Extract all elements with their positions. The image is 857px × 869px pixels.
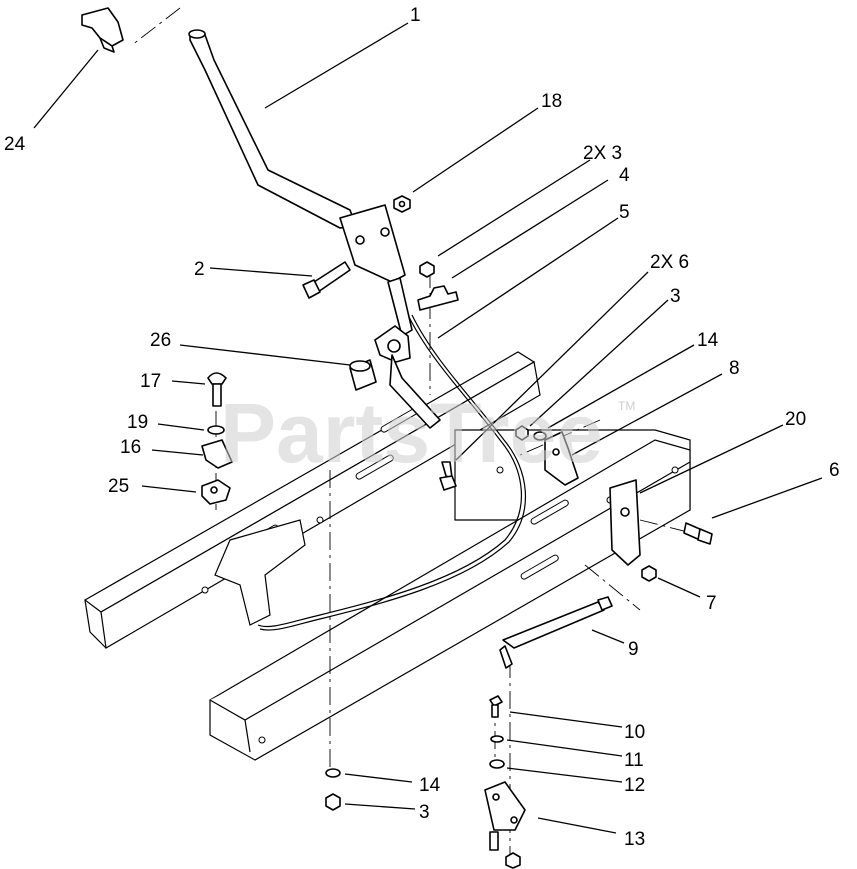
callout-8: 8	[729, 358, 740, 379]
washer-part	[515, 425, 547, 441]
callout-24: 24	[4, 134, 26, 155]
control-cable	[257, 314, 527, 631]
nut-part	[419, 261, 435, 278]
pivot-part	[349, 325, 441, 429]
rod-part	[499, 596, 613, 669]
callout-17: 17	[140, 371, 161, 392]
callout-3b: 3	[419, 802, 430, 823]
callout-14: 14	[697, 330, 719, 351]
callout-11: 11	[624, 750, 644, 771]
callout-14b: 14	[419, 775, 441, 796]
callout-1: 1	[410, 5, 421, 26]
callout-13: 13	[624, 829, 645, 850]
callout-12: 12	[624, 775, 645, 796]
callout-labels: 1 24 18 2X 3 4 5 2 2X 6 3 26 14 17 8 19 …	[4, 5, 840, 850]
callout-16: 16	[120, 437, 141, 458]
callout-2x3: 2X 3	[583, 143, 622, 164]
clamp-part	[417, 285, 459, 311]
callout-4: 4	[619, 165, 630, 186]
callout-6: 6	[829, 460, 840, 481]
watermark-trademark: TM	[618, 399, 635, 413]
clip-part	[201, 439, 233, 469]
callout-25: 25	[108, 476, 129, 497]
callout-7: 7	[706, 593, 717, 614]
callout-2: 2	[194, 259, 205, 280]
screw-part	[439, 461, 457, 491]
lower-hardware-right	[484, 695, 526, 869]
bracket-part	[544, 431, 579, 486]
nut-part	[393, 195, 411, 213]
callout-9: 9	[628, 639, 639, 660]
knob-part	[81, 7, 124, 53]
bolt-part	[683, 522, 713, 545]
nut-part	[641, 565, 657, 582]
callout-10: 10	[624, 722, 645, 743]
callout-5: 5	[619, 202, 630, 223]
callout-20: 20	[785, 409, 806, 430]
bolt-part	[302, 261, 351, 299]
carriage-bolt-part	[207, 372, 227, 407]
callout-3: 3	[670, 286, 681, 307]
callout-2x6: 2X 6	[650, 252, 689, 273]
watermark-text: PartsTree	[220, 386, 603, 480]
callout-18: 18	[541, 91, 562, 112]
callout-19: 19	[127, 412, 148, 433]
lever-bracket	[339, 204, 413, 337]
callout-26: 26	[150, 330, 171, 351]
washer-part	[207, 425, 225, 435]
leader-lines	[33, 22, 823, 834]
lower-hardware-left	[325, 768, 341, 811]
watermark: PartsTree TM	[220, 386, 635, 480]
lever-part	[188, 29, 357, 229]
pad-part	[201, 479, 231, 505]
plate-part	[609, 479, 641, 566]
